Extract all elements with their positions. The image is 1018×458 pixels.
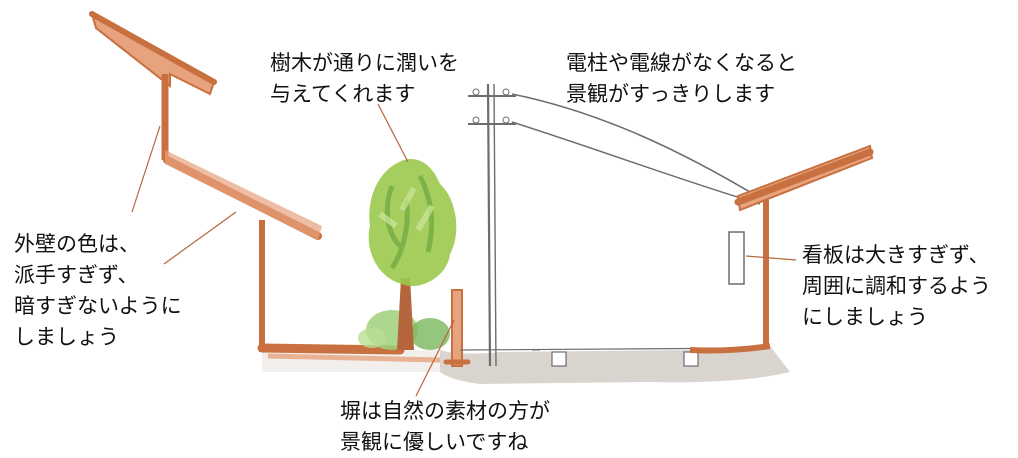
fence-annotation-line-2: 景観に優しいですね — [340, 430, 529, 454]
wall-color-annotation-line-4: しましょう — [14, 325, 119, 349]
utility-pole — [468, 83, 761, 367]
utility-pole-annotation-line-1: 電柱や電線がなくなると — [566, 51, 797, 75]
signboard — [728, 231, 745, 285]
tree-annotation-line-1: 樹木が通りに潤いを — [270, 51, 459, 75]
fence-annotation: 塀は自然の素材の方が 景観に優しいですね — [340, 396, 550, 458]
utility-pole-annotation-line-2: 景観がすっきりします — [566, 82, 776, 106]
fence — [443, 289, 471, 367]
wall-color-annotation-line-2: 派手すぎず、 — [14, 263, 139, 287]
wall-color-annotation-line-3: 暗すぎないように — [14, 294, 182, 318]
utility-pole-annotation: 電柱や電線がなくなると 景観がすっきりします — [566, 48, 797, 110]
fence-annotation-line-1: 塀は自然の素材の方が — [340, 399, 550, 423]
signboard-annotation-line-1: 看板は大きすぎず、 — [802, 243, 990, 267]
wall-color-annotation: 外壁の色は、 派手すぎず、 暗すぎないように しましょう — [14, 229, 182, 353]
leader-lines — [131, 103, 797, 397]
left-building — [89, 11, 441, 363]
tree-annotation-line-2: 与えてくれます — [270, 82, 416, 106]
signboard-annotation-line-3: にしましょう — [802, 305, 928, 329]
signboard-annotation: 看板は大きすぎず、 周囲に調和するよう にしましょう — [802, 240, 991, 333]
tree-annotation: 樹木が通りに潤いを 与えてくれます — [270, 48, 459, 110]
signboard-annotation-line-2: 周囲に調和するよう — [802, 274, 991, 298]
street-tree — [368, 159, 457, 350]
right-building — [459, 144, 874, 354]
wall-color-annotation-line-1: 外壁の色は、 — [14, 232, 140, 256]
